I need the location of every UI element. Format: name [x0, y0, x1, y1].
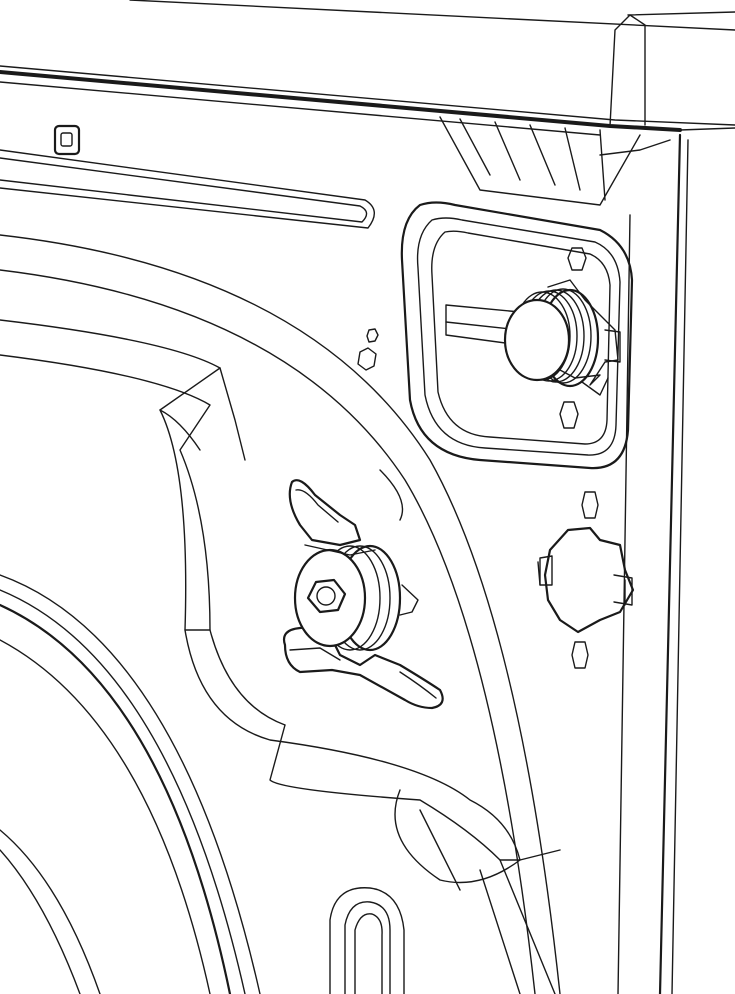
- side-panel: [599, 127, 735, 994]
- lower-slot: [329, 887, 405, 994]
- top-bracket: [439, 116, 641, 206]
- drum-housing: [0, 574, 261, 994]
- water-inlet-connector: [445, 279, 621, 396]
- inlet-valve-recess: [357, 201, 634, 470]
- drain-plug: [537, 491, 635, 669]
- top-panel: [0, 0, 735, 136]
- back-panel: [0, 234, 561, 994]
- transit-bolt: [282, 479, 444, 710]
- slot-vent: [0, 124, 375, 229]
